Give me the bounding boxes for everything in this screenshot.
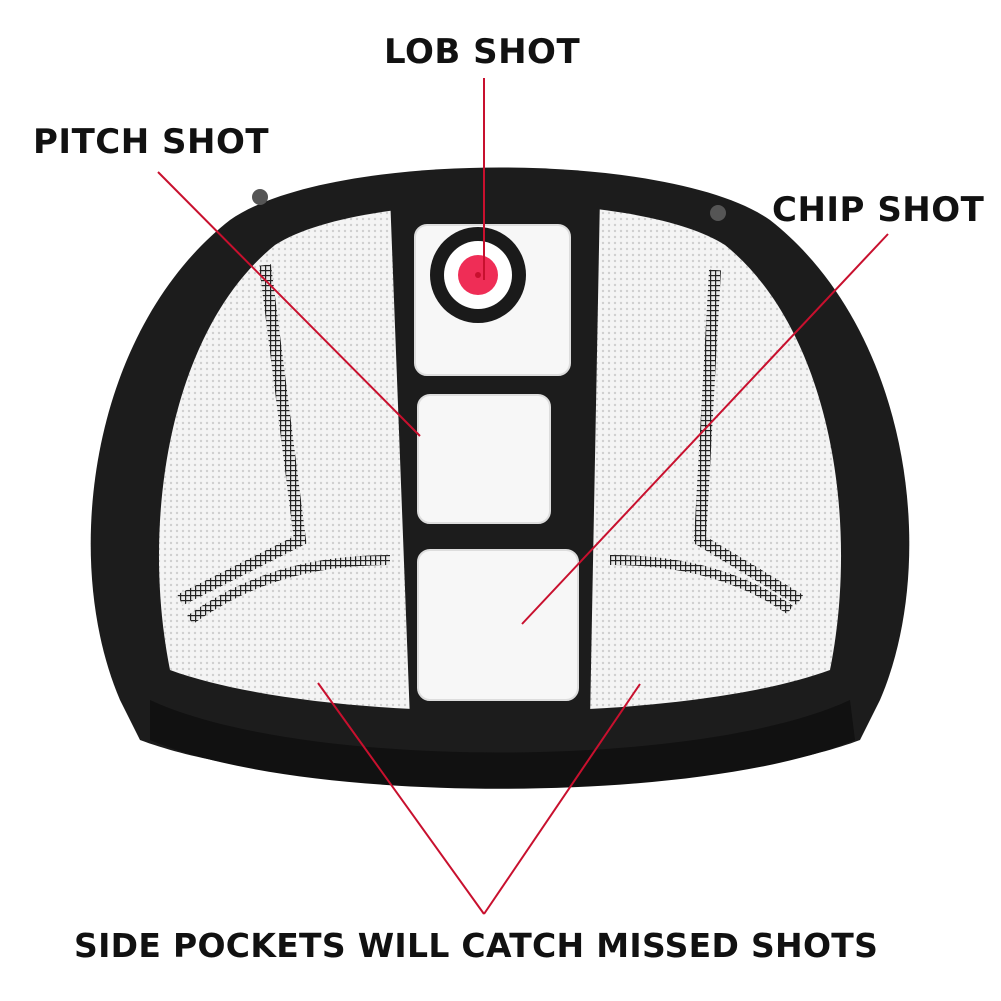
chip-pocket	[417, 549, 579, 701]
chip-pointer	[521, 233, 889, 625]
lob-shot-label: LOB SHOT	[384, 32, 581, 72]
side-pointer-left	[317, 682, 485, 915]
pitch-shot-label: PITCH SHOT	[33, 122, 270, 162]
side-pointer-right	[483, 683, 641, 915]
pitch-pocket	[417, 394, 551, 524]
side-pockets-label: SIDE POCKETS WILL CATCH MISSED SHOTS	[74, 926, 879, 965]
chip-shot-label: CHIP SHOT	[772, 190, 985, 230]
pointer-lines	[157, 78, 889, 915]
pitch-pointer	[157, 171, 421, 437]
